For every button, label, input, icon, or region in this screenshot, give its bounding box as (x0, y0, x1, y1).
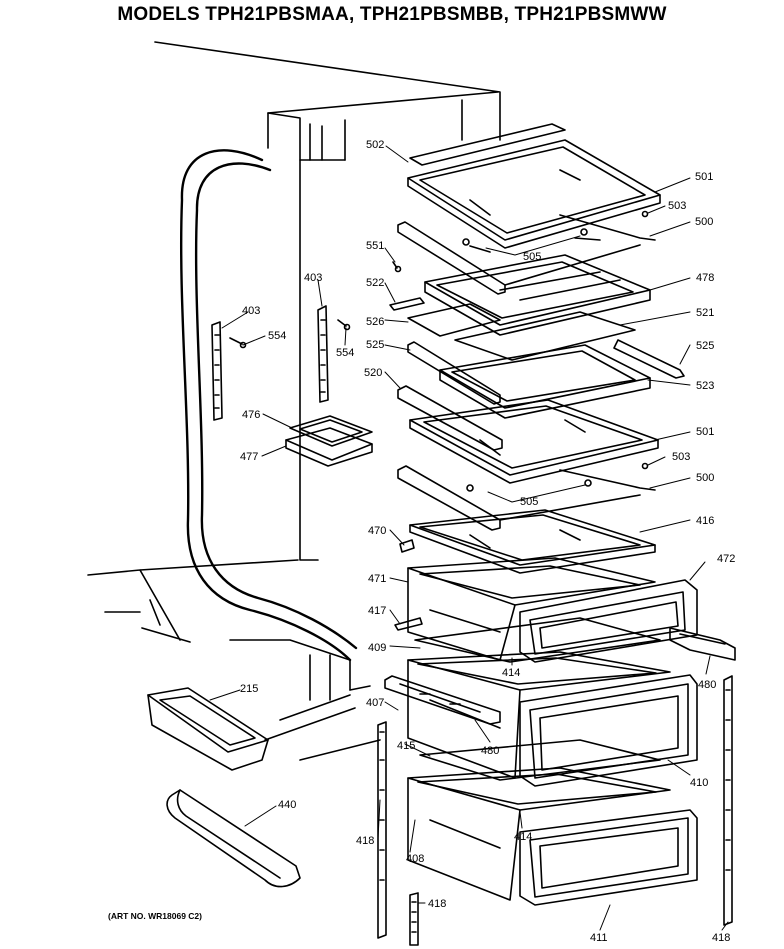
pin-503-mid (641, 462, 649, 470)
screw-554-right (337, 319, 351, 331)
label-503-top: 503 (668, 200, 686, 212)
label-215: 215 (240, 683, 258, 695)
label-522: 522 (366, 277, 384, 289)
label-480-left: 480 (481, 745, 499, 757)
shelf-bracket-520 (397, 385, 503, 451)
label-501-mid: 501 (696, 426, 714, 438)
shelf-bracket-500-mid (397, 465, 656, 531)
rail-522 (389, 297, 425, 311)
ladder-403-left (211, 321, 223, 421)
label-554-right: 554 (336, 347, 354, 359)
label-501-top: 501 (695, 171, 713, 183)
label-414-top: 414 (502, 667, 520, 679)
label-472: 472 (717, 553, 735, 565)
shelf-476 (289, 415, 373, 447)
shelf-glass-501-top (407, 139, 661, 249)
label-500-mid: 500 (696, 472, 714, 484)
page-title: MODELS TPH21PBSMAA, TPH21PBSMBB, TPH21PB… (117, 4, 667, 25)
label-415: 415 (397, 740, 415, 752)
rail-417 (394, 617, 423, 631)
label-408: 408 (406, 853, 424, 865)
drawer-front-411 (519, 809, 698, 906)
label-480-right: 480 (698, 679, 716, 691)
crisper-drawer-471 (407, 557, 656, 661)
label-416: 416 (696, 515, 714, 527)
label-409: 409 (368, 642, 386, 654)
label-411: 411 (590, 932, 608, 944)
rail-418-right (723, 675, 733, 926)
glass-409 (414, 617, 661, 663)
glass-521 (454, 311, 636, 361)
rail-418-bottom (409, 892, 419, 946)
leader-lines (209, 145, 729, 931)
label-470: 470 (368, 525, 386, 537)
label-526: 526 (366, 316, 384, 328)
label-503-mid: 503 (672, 451, 690, 463)
label-418-right: 418 (712, 932, 730, 944)
label-505-mid: 505 (520, 496, 538, 508)
label-502: 502 (366, 139, 384, 151)
shelf-glass-501-mid (409, 399, 659, 484)
glass-526 (407, 303, 501, 337)
shelf-bracket-500-top (397, 214, 656, 295)
pin-503-top (641, 210, 649, 218)
label-418-bottom: 418 (428, 898, 446, 910)
slide-rail-480-left (384, 675, 501, 725)
label-410: 410 (690, 777, 708, 789)
pan-drawer-408 (407, 767, 671, 901)
part-labels: 502 501 503 500 551 505 478 522 521 526 … (240, 139, 735, 944)
art-number: (ART NO. WR18069 C2) (108, 911, 202, 921)
label-418-left: 418 (356, 835, 374, 847)
label-520: 520 (364, 367, 382, 379)
shelf-bracket-525 (407, 339, 685, 405)
refrigerator-cabinet (87, 41, 501, 761)
label-476: 476 (242, 409, 260, 421)
bin-215 (147, 687, 269, 771)
shelf-frame-478 (424, 254, 651, 336)
shelf-477 (285, 427, 373, 467)
label-417: 417 (368, 605, 386, 617)
label-478: 478 (696, 272, 714, 284)
screw-554-left (229, 337, 247, 349)
label-440: 440 (278, 799, 296, 811)
crisper-cover-416 (409, 509, 656, 574)
label-477: 477 (240, 451, 258, 463)
pan-drawer-410 (407, 651, 671, 779)
label-525-left: 525 (366, 339, 384, 351)
label-505-top: 505 (523, 251, 541, 263)
label-554-left: 554 (268, 330, 286, 342)
label-403-right: 403 (304, 272, 322, 284)
shelf-frame-523 (439, 344, 651, 419)
cover-440 (166, 789, 301, 888)
label-471: 471 (368, 573, 386, 585)
drawer-front-472 (519, 579, 698, 663)
label-414-bottom: 414 (514, 831, 532, 843)
clip-470 (399, 539, 415, 553)
label-500-top: 500 (695, 216, 713, 228)
trim-502 (409, 123, 566, 166)
label-551: 551 (366, 240, 384, 252)
glass-415 (419, 739, 661, 781)
fastener-551 (392, 261, 402, 273)
label-407: 407 (366, 697, 384, 709)
label-403-left: 403 (242, 305, 260, 317)
rail-418-left (377, 721, 387, 939)
label-525-right: 525 (696, 340, 714, 352)
label-521: 521 (696, 307, 714, 319)
label-523: 523 (696, 380, 714, 392)
ladder-403-right (317, 305, 329, 403)
slide-rail-480-right (669, 627, 736, 661)
